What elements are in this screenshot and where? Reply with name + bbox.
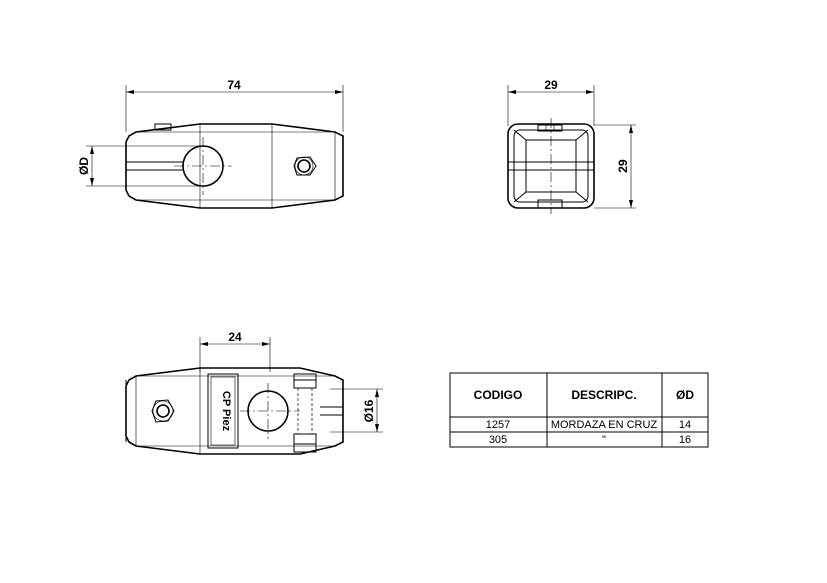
header-descripc: DESCRIPC.: [571, 388, 636, 402]
dim-diameter-16: Ø16: [362, 399, 376, 422]
dim-length-24: 24: [228, 330, 242, 344]
logo-text: CP Piez: [220, 391, 232, 432]
header-diameter: ØD: [676, 388, 694, 402]
table-cell: 305: [489, 434, 507, 446]
front-view: 74 ØD: [77, 78, 344, 209]
table-cell: MORDAZA EN CRUZ: [551, 419, 658, 431]
side-view: 29 29: [507, 78, 636, 214]
table-cell: ": [602, 434, 606, 446]
dim-length-74: 74: [227, 78, 241, 92]
table-cell: 1257: [486, 419, 510, 431]
dim-width-29: 29: [544, 78, 558, 92]
dim-height-29: 29: [616, 159, 630, 173]
header-codigo: CODIGO: [474, 388, 523, 402]
table-cell: 14: [679, 419, 691, 431]
spec-table: CODIGO DESCRIPC. ØD 1257 MORDAZA EN CRUZ…: [449, 372, 709, 448]
dim-diameter-d: ØD: [77, 157, 91, 175]
table-cell: 16: [679, 434, 691, 446]
plan-view: 24 Ø16 CP Piez: [125, 330, 383, 455]
